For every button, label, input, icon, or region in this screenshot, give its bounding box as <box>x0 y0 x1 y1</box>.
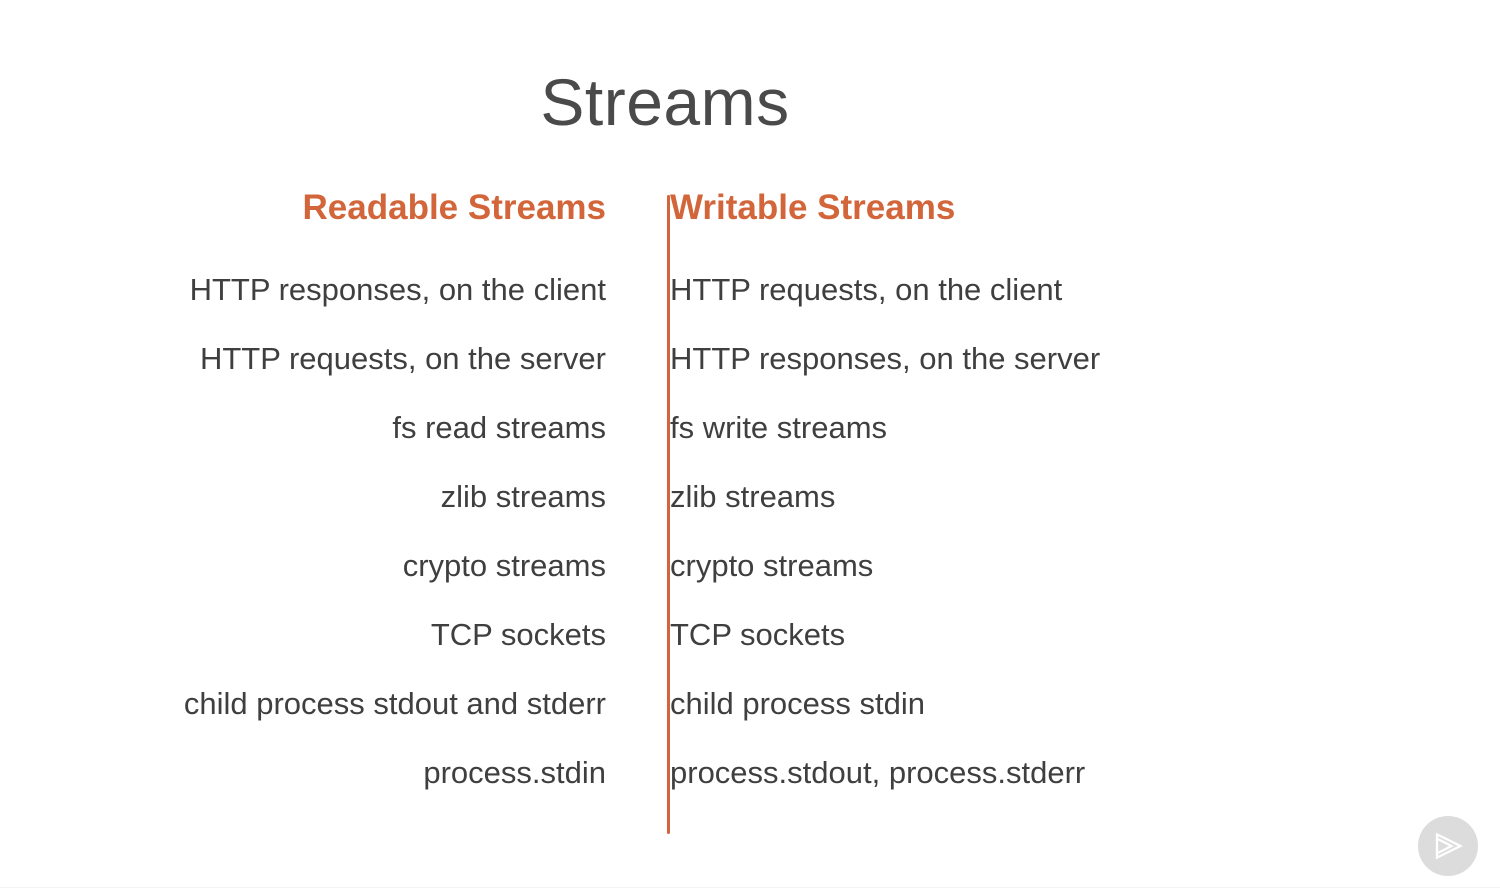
column-heading-writable: Writable Streams <box>670 188 956 227</box>
list-item: crypto streams <box>402 548 606 583</box>
column-heading-readable: Readable Streams <box>302 188 606 227</box>
list-item: HTTP responses, on the client <box>189 272 606 307</box>
list-item: fs read streams <box>392 410 606 445</box>
list-item: crypto streams <box>670 548 874 583</box>
comparison-columns: Readable Streams HTTP responses, on the … <box>0 190 1330 788</box>
list-item: zlib streams <box>440 479 606 514</box>
column-divider <box>667 195 670 834</box>
page-title: Streams <box>540 65 790 140</box>
column-readable-streams: Readable Streams HTTP responses, on the … <box>0 190 638 788</box>
list-item: HTTP requests, on the client <box>670 272 1063 307</box>
list-item: zlib streams <box>670 479 836 514</box>
column-writable-streams: Writable Streams HTTP requests, on the c… <box>638 190 1276 788</box>
list-item: process.stdin <box>423 755 606 790</box>
list-item: TCP sockets <box>430 617 606 652</box>
list-item: process.stdout, process.stderr <box>670 755 1086 790</box>
list-item: TCP sockets <box>670 617 846 652</box>
play-forward-icon <box>1431 831 1465 861</box>
play-forward-badge[interactable] <box>1418 816 1478 876</box>
list-item: child process stdin <box>670 686 926 721</box>
list-item: child process stdout and stderr <box>183 686 606 721</box>
list-item: fs write streams <box>670 410 888 445</box>
list-item: HTTP responses, on the server <box>670 341 1101 376</box>
list-item: HTTP requests, on the server <box>199 341 606 376</box>
